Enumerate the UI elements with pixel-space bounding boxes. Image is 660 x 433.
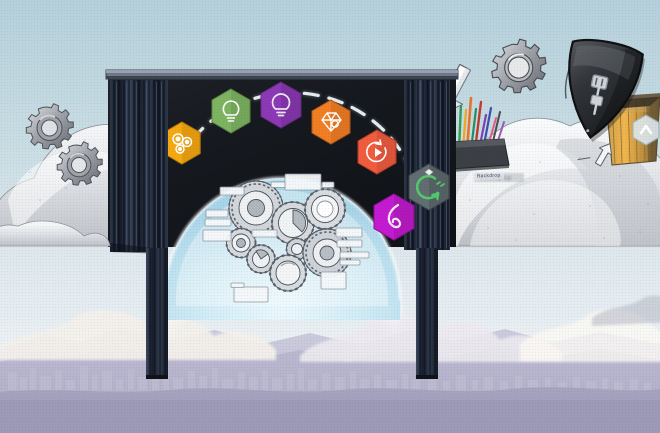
cloud-left-front-lip (0, 220, 111, 247)
gear-mid-right (303, 187, 347, 231)
pillar-left (146, 248, 168, 379)
plug-icon (590, 74, 609, 115)
curtain-rail (105, 69, 459, 80)
sync-arrow-icon (415, 174, 440, 201)
security-shield (568, 38, 645, 142)
hex-badge-run[interactable] (357, 129, 397, 175)
hex-badge-small (632, 114, 660, 146)
gear-bottom-mid (268, 253, 308, 293)
gear-pair-left (25, 103, 103, 186)
metal-gear-lower (56, 141, 103, 186)
gear-small-mid (246, 244, 276, 274)
lightbulb-icon (271, 93, 291, 117)
metal-gear-upper (25, 103, 74, 150)
curtain-left (110, 80, 168, 254)
hex-badge-sync-front[interactable] (408, 163, 450, 211)
hex-badge-insight[interactable] (260, 81, 302, 129)
gear-small-left (225, 227, 257, 259)
hexagon-badges[interactable] (163, 81, 450, 241)
small-arrow (577, 143, 613, 167)
gears-icon (172, 133, 193, 154)
cloud-engraved-label: Backdrop (473, 171, 504, 181)
floating-gear (491, 38, 547, 94)
lightbulb-icon (222, 100, 240, 122)
hex-badge-assets[interactable] (311, 99, 351, 145)
note-hook-icon (387, 203, 402, 229)
placeholder-boxes (202, 173, 370, 303)
hex-badge-idea[interactable] (211, 88, 251, 134)
play-clock-icon (366, 139, 387, 163)
gem-cluster-icon (321, 112, 342, 132)
pillar-right (416, 248, 438, 379)
hex-badge-media-front[interactable] (373, 193, 415, 241)
